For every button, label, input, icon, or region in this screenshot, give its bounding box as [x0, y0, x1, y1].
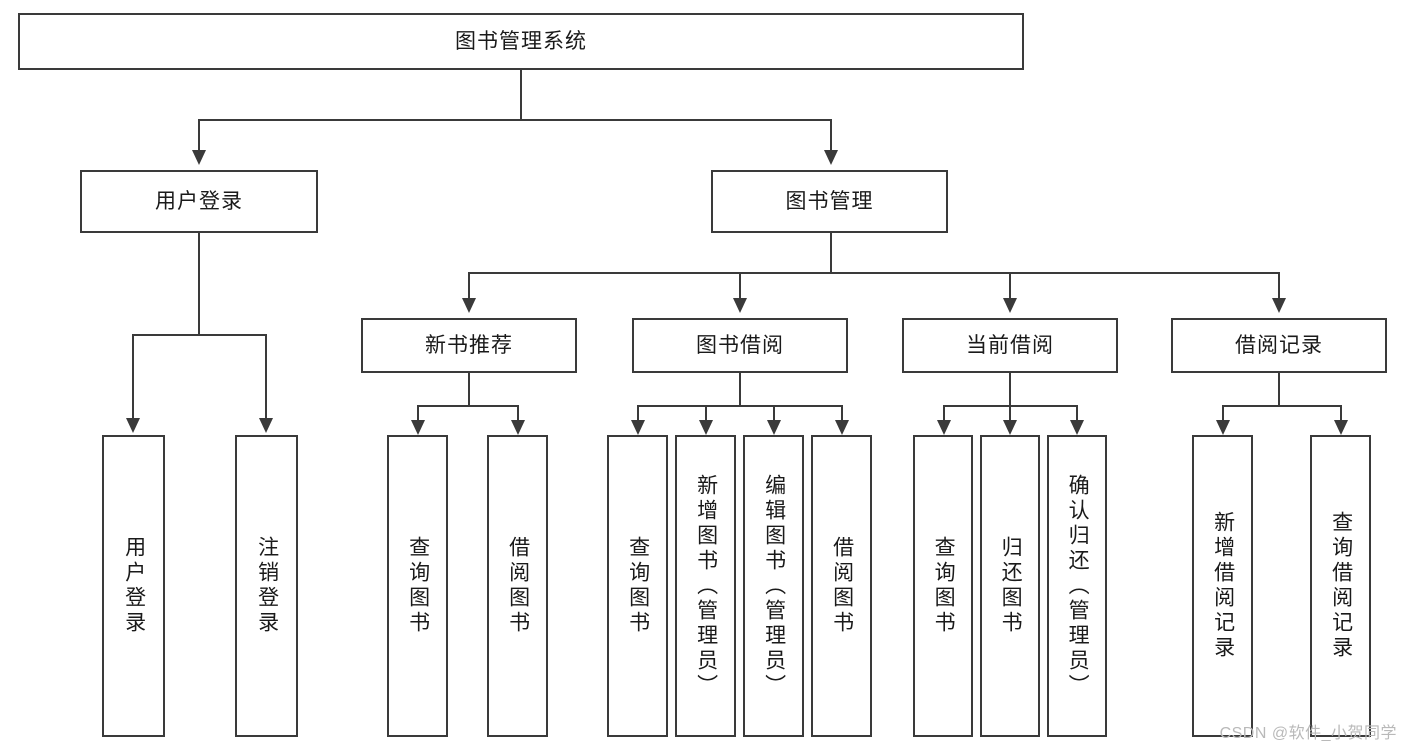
connector-book-manage-stem — [830, 233, 832, 274]
arrowhead-icon — [767, 420, 781, 435]
arrowhead-icon — [835, 420, 849, 435]
connector-root-bus — [198, 119, 832, 121]
node-label: 当前借阅 — [966, 333, 1054, 357]
connector-root-to-book-manage — [830, 119, 832, 154]
connector-current-borrow-stem — [1009, 373, 1011, 406]
arrowhead-icon — [1334, 420, 1348, 435]
leaf-book-borrow-edit[interactable]: 编辑图书（管理员） — [743, 435, 804, 737]
connector-current-borrow-drop-2 — [1009, 405, 1011, 424]
arrowhead-icon — [631, 420, 645, 435]
arrowhead-icon — [1003, 298, 1017, 313]
arrowhead-icon — [699, 420, 713, 435]
arrowhead-icon — [937, 420, 951, 435]
connector-borrow-record-stem — [1278, 373, 1280, 406]
arrowhead-icon — [733, 298, 747, 313]
connector-user-login-stem — [198, 233, 200, 335]
connector-new-book-bus — [417, 405, 519, 407]
arrowhead-icon — [1272, 298, 1286, 313]
connector-new-book-drop-1 — [417, 405, 419, 424]
node-borrow-record[interactable]: 借阅记录 — [1171, 318, 1387, 373]
connector-current-borrow-drop-3 — [1076, 405, 1078, 424]
node-label: 归还图书 — [999, 536, 1023, 636]
arrowhead-icon — [411, 420, 425, 435]
connector-user-login-drop-2 — [265, 334, 267, 422]
connector-current-borrow-drop-1 — [943, 405, 945, 424]
leaf-current-borrow-query[interactable]: 查询图书 — [913, 435, 973, 737]
node-user-login[interactable]: 用户登录 — [80, 170, 318, 233]
connector-to-book-borrow — [739, 272, 741, 302]
arrowhead-icon — [192, 150, 206, 165]
arrowhead-icon — [1070, 420, 1084, 435]
connector-to-borrow-record — [1278, 272, 1280, 302]
connector-borrow-record-drop-1 — [1222, 405, 1224, 424]
leaf-current-borrow-confirm-return[interactable]: 确认归还（管理员） — [1047, 435, 1107, 737]
leaf-user-login-logout[interactable]: 注销登录 — [235, 435, 298, 737]
node-label: 图书管理系统 — [455, 29, 587, 53]
node-label: 新增图书（管理员） — [694, 473, 718, 699]
leaf-new-book-query[interactable]: 查询图书 — [387, 435, 448, 737]
arrowhead-icon — [1003, 420, 1017, 435]
connector-new-book-stem — [468, 373, 470, 406]
node-book-management[interactable]: 图书管理 — [711, 170, 948, 233]
node-root-system[interactable]: 图书管理系统 — [18, 13, 1024, 70]
arrowhead-icon — [824, 150, 838, 165]
node-label: 借阅图书 — [830, 536, 854, 636]
node-label: 图书管理 — [785, 189, 874, 213]
leaf-user-login-login[interactable]: 用户登录 — [102, 435, 165, 737]
node-label: 注销登录 — [255, 536, 279, 636]
leaf-current-borrow-return[interactable]: 归还图书 — [980, 435, 1040, 737]
node-label: 图书借阅 — [696, 333, 784, 357]
connector-to-current-borrow — [1009, 272, 1011, 302]
connector-book-borrow-stem — [739, 373, 741, 406]
leaf-borrow-record-query[interactable]: 查询借阅记录 — [1310, 435, 1371, 737]
node-current-borrow[interactable]: 当前借阅 — [902, 318, 1118, 373]
node-label: 借阅记录 — [1235, 333, 1323, 357]
connector-root-to-user-login — [198, 119, 200, 154]
leaf-borrow-record-add[interactable]: 新增借阅记录 — [1192, 435, 1253, 737]
connector-to-new-book-recommend — [468, 272, 470, 302]
node-label: 编辑图书（管理员） — [762, 473, 786, 699]
connector-book-borrow-drop-3 — [773, 405, 775, 424]
node-label: 查询图书 — [932, 536, 956, 636]
leaf-new-book-borrow[interactable]: 借阅图书 — [487, 435, 548, 737]
connector-root-stem — [520, 70, 522, 120]
arrowhead-icon — [126, 418, 140, 433]
leaf-book-borrow-add[interactable]: 新增图书（管理员） — [675, 435, 736, 737]
arrowhead-icon — [511, 420, 525, 435]
connector-user-login-drop-1 — [132, 334, 134, 422]
connector-book-manage-bus — [468, 272, 1279, 274]
node-label: 查询借阅记录 — [1329, 511, 1353, 661]
node-label: 用户登录 — [155, 189, 243, 213]
node-label: 查询图书 — [406, 536, 430, 636]
connector-borrow-record-drop-2 — [1340, 405, 1342, 424]
arrowhead-icon — [1216, 420, 1230, 435]
node-label: 确认归还（管理员） — [1066, 473, 1090, 699]
connector-book-borrow-drop-2 — [705, 405, 707, 424]
node-label: 查询图书 — [626, 536, 650, 636]
node-label: 新增借阅记录 — [1211, 511, 1235, 661]
connector-user-login-bus — [132, 334, 267, 336]
node-label: 用户登录 — [122, 536, 146, 636]
node-book-borrow[interactable]: 图书借阅 — [632, 318, 848, 373]
leaf-book-borrow-query[interactable]: 查询图书 — [607, 435, 668, 737]
arrowhead-icon — [259, 418, 273, 433]
node-new-book-recommend[interactable]: 新书推荐 — [361, 318, 577, 373]
connector-new-book-drop-2 — [517, 405, 519, 424]
leaf-book-borrow-borrow[interactable]: 借阅图书 — [811, 435, 872, 737]
arrowhead-icon — [462, 298, 476, 313]
connector-book-borrow-bus — [637, 405, 842, 407]
connector-borrow-record-bus — [1222, 405, 1342, 407]
node-label: 借阅图书 — [506, 536, 530, 636]
connector-book-borrow-drop-4 — [841, 405, 843, 424]
csdn-watermark: CSDN @软件_小贺同学 — [1219, 725, 1397, 742]
node-label: 新书推荐 — [425, 333, 513, 357]
connector-book-borrow-drop-1 — [637, 405, 639, 424]
